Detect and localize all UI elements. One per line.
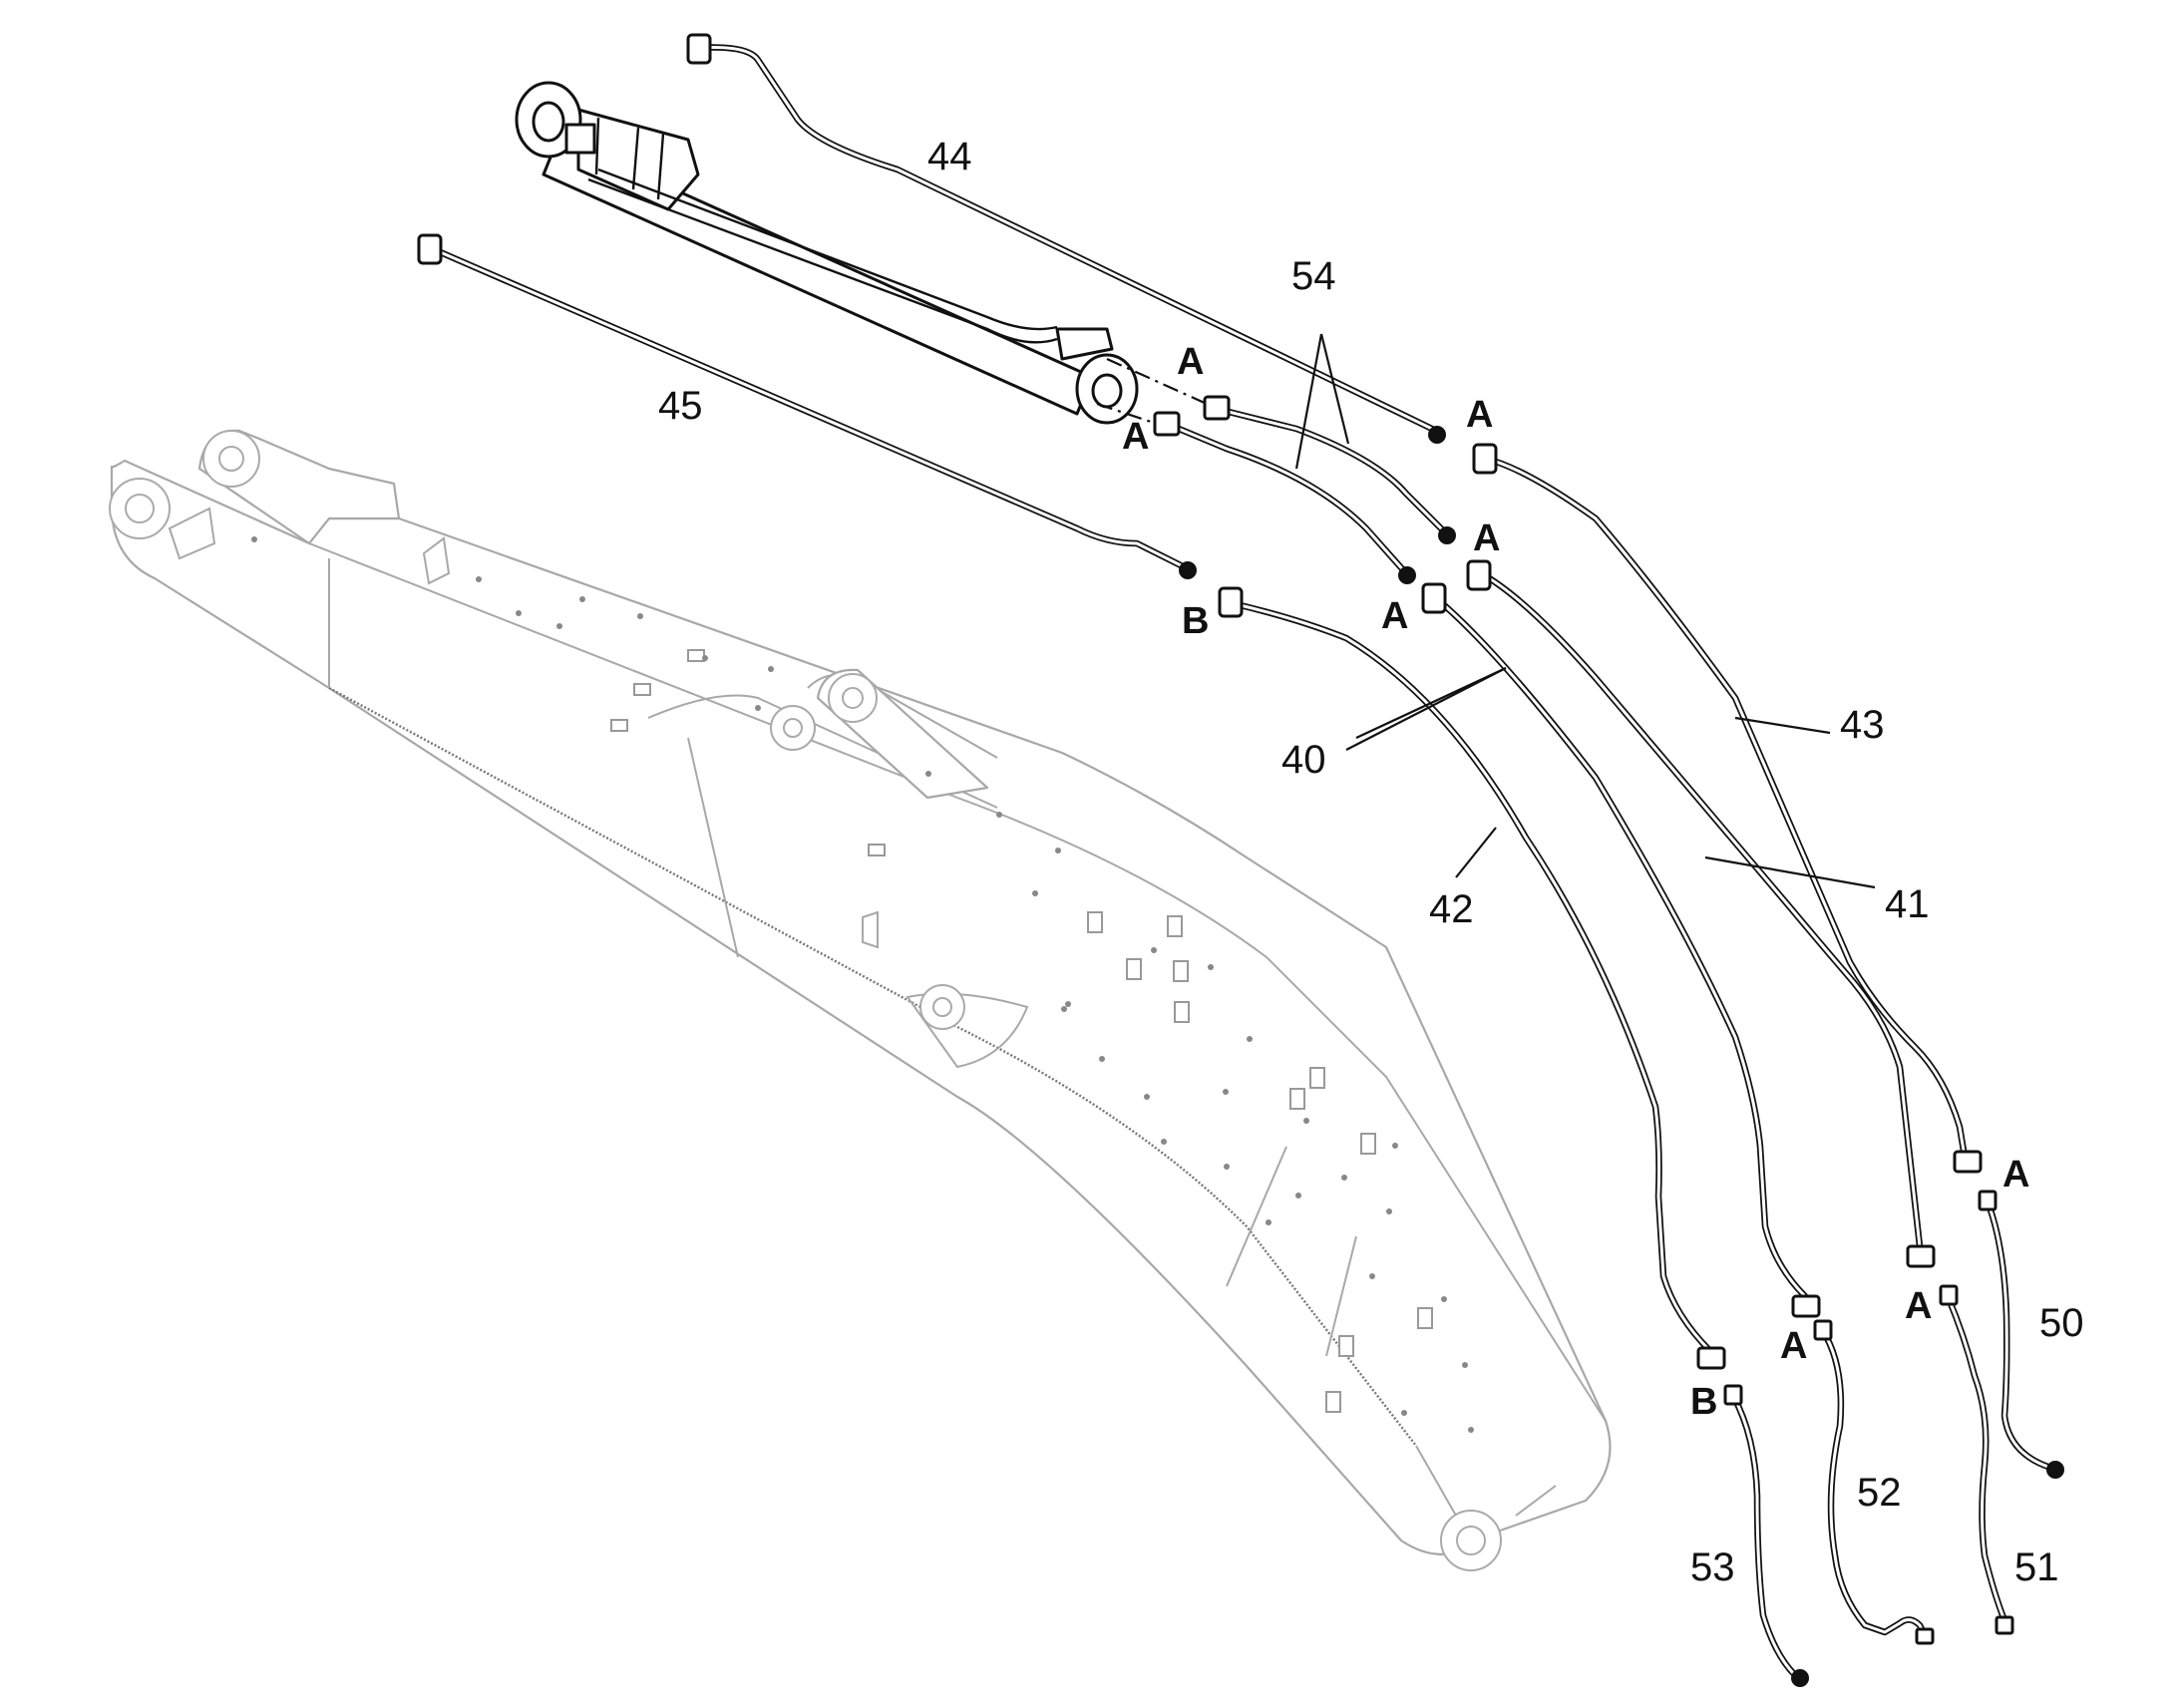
callout-41: 41 [1885,882,1930,926]
connector-label-a: A [1780,1325,1807,1367]
callout-43: 43 [1840,703,1885,747]
connector-label-a: A [1473,517,1500,559]
alignment-line [1106,357,1208,406]
connector-label-a: A [1905,1285,1932,1327]
leader-lines [1294,333,1876,889]
connector-label-a: A [1177,341,1204,383]
hydraulic-cylinder [515,81,1139,425]
callout-42: 42 [1429,887,1474,931]
connector-label-a: A [1122,416,1149,458]
alignment-line [1096,402,1158,426]
callout-numbers: 44 45 54 43 40 41 42 50 51 52 53 [658,135,2084,1589]
connector-label-a: A [2002,1154,2029,1196]
connector-label-b: B [1690,1381,1717,1423]
connector-labels: A A A A A B A A A B [1122,341,2029,1423]
callout-40: 40 [1281,738,1326,782]
connector-label-a: A [1381,595,1408,637]
callout-51: 51 [2014,1545,2059,1589]
callout-54: 54 [1291,254,1336,298]
callout-52: 52 [1857,1471,1902,1515]
boom-assembly [109,429,1612,1571]
callout-53: 53 [1690,1545,1735,1589]
callout-44: 44 [927,135,972,178]
connector-label-a: A [1466,394,1493,436]
callout-45: 45 [658,384,703,428]
hoses [425,44,2058,1679]
fittings [417,33,2064,1687]
connector-label-b: B [1182,600,1209,642]
callout-50: 50 [2039,1301,2084,1345]
